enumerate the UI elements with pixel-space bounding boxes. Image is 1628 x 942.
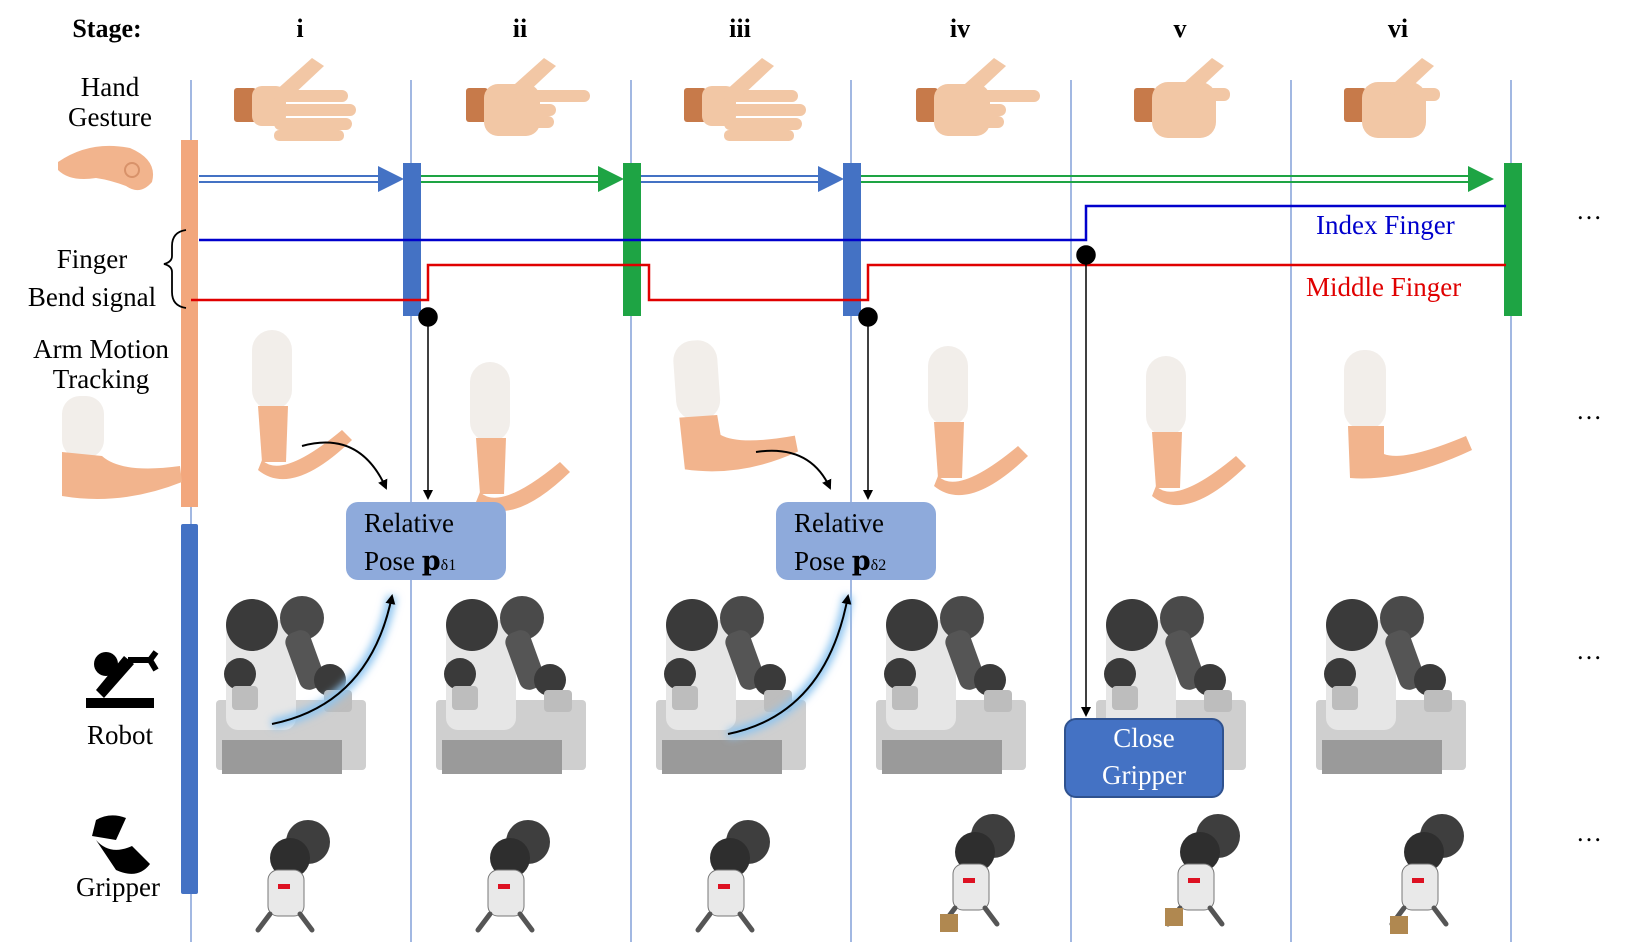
ellipsis: …: [1576, 196, 1602, 225]
robot-output-bar: [181, 524, 198, 894]
gripper-images: [258, 814, 1464, 934]
stage-label-i: i: [296, 14, 304, 43]
robot-image: [876, 596, 1026, 774]
human-input-bar: [181, 140, 198, 507]
stage-label-iv: iv: [949, 14, 971, 43]
pinch-hand-icon: [58, 145, 154, 191]
gripper-image: [1168, 814, 1240, 924]
arm-icon: [252, 330, 352, 480]
stage-label-vi: vi: [1387, 14, 1409, 43]
gripper-image: [258, 820, 330, 930]
arm-motion-arrows: [301, 441, 832, 490]
ellipsis: …: [1576, 396, 1602, 425]
robot-image: [1316, 596, 1466, 774]
hand-gesture-icons: [234, 58, 1440, 141]
index-finger-signal: [199, 204, 1506, 242]
middle-finger-signal: [191, 263, 1506, 302]
arm-motion-icons: [62, 330, 1472, 512]
row-label-gripper: Gripper: [76, 872, 160, 902]
hand-point-icon: [466, 58, 590, 136]
hand-fist-icon: [1344, 58, 1440, 138]
stage-label-v: v: [1173, 14, 1187, 43]
robot-image: [436, 596, 586, 774]
arm-icon: [673, 340, 798, 472]
gripper-image: [943, 814, 1015, 924]
hand-fist-icon: [1134, 58, 1230, 138]
robot-motion-arrows: [270, 594, 853, 739]
hand-open-icon: [234, 58, 356, 141]
cube-icon: [1390, 916, 1408, 934]
robot-arm-icon: [86, 650, 159, 708]
middle-finger-label: Middle Finger: [1306, 272, 1462, 302]
hand-point-icon: [916, 58, 1040, 136]
robot-image: [656, 596, 806, 774]
gripper-image: [698, 820, 770, 930]
cube-icon: [940, 914, 958, 932]
relative-pose-box-2: Relative Pose pδ2: [776, 502, 936, 580]
finger-bend-brace: [163, 229, 187, 309]
stage-label-iii: iii: [729, 14, 751, 43]
trigger-arrows: [418, 245, 1096, 717]
index-finger-label: Index Finger: [1316, 210, 1455, 240]
relative-pose-box-1: Relative Pose pδ1: [346, 502, 506, 580]
close-gripper-box: Close Gripper: [1064, 718, 1224, 798]
arm-icon: [928, 346, 1028, 496]
stage-marker-green: [1504, 163, 1522, 316]
gripper-icon: [92, 815, 150, 874]
hand-open-icon: [684, 58, 806, 141]
gripper-image: [478, 820, 550, 930]
arm-icon: [1344, 350, 1472, 479]
ellipsis: …: [1576, 636, 1602, 665]
gesture-timeline: [199, 166, 1494, 192]
stage-header: Stage:: [72, 14, 142, 43]
ellipsis: …: [1576, 818, 1602, 847]
row-label-robot: Robot: [86, 720, 153, 750]
cube-icon: [1165, 908, 1183, 926]
stage-label-ii: ii: [512, 14, 528, 43]
arm-icon: [470, 362, 570, 512]
gripper-image: [1392, 814, 1464, 924]
arm-icon: [1146, 356, 1246, 506]
arm-icon: [62, 396, 182, 499]
